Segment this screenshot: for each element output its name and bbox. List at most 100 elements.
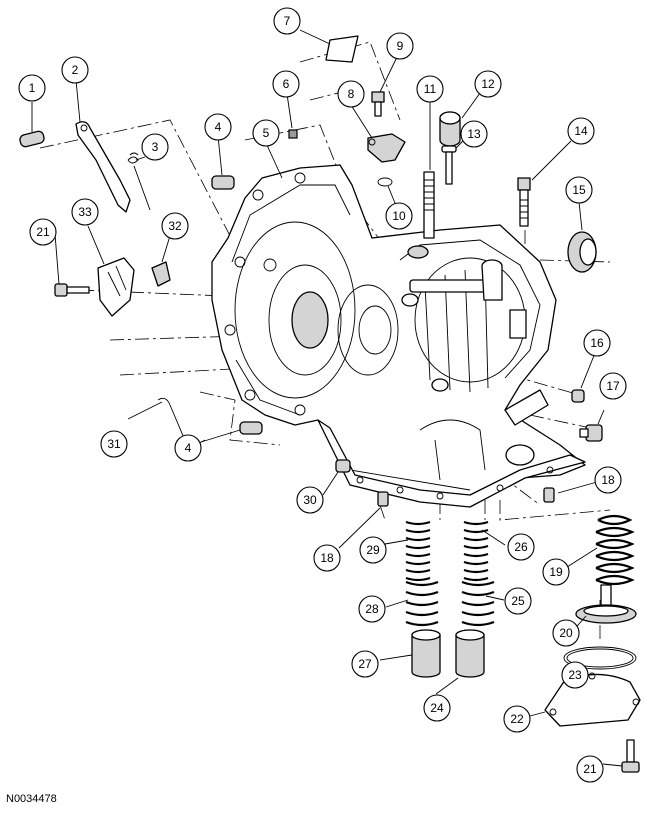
svg-text:30: 30 (303, 493, 317, 507)
callout-11: 11 (416, 75, 444, 103)
callout-3: 3 (141, 133, 169, 161)
svg-text:17: 17 (606, 379, 620, 393)
part-4-dowel-lower (239, 421, 263, 435)
svg-text:18: 18 (320, 551, 334, 565)
svg-text:22: 22 (510, 712, 524, 726)
callout-7: 7 (273, 7, 301, 35)
svg-text:4: 4 (185, 441, 192, 455)
callout-26: 26 (507, 533, 535, 561)
callout-9: 9 (386, 32, 414, 60)
part-22-cover (544, 672, 641, 727)
case-pan-flange (317, 419, 586, 508)
svg-text:23: 23 (568, 668, 582, 682)
svg-text:12: 12 (481, 77, 495, 91)
svg-text:24: 24 (430, 701, 444, 715)
part-14-bolt (517, 177, 531, 227)
callout-14: 14 (567, 117, 595, 145)
svg-text:21: 21 (583, 762, 597, 776)
callout-4-lower: 4 (174, 434, 202, 462)
svg-text:31: 31 (107, 437, 121, 451)
part-32-clip (151, 261, 171, 287)
callouts: 1 2 3 4 5 6 7 8 9 10 11 12 13 14 15 16 1… (18, 7, 627, 783)
part-20-piston (575, 584, 637, 624)
part-13-pin (441, 145, 457, 185)
svg-text:11: 11 (424, 82, 437, 96)
callout-17: 17 (599, 372, 627, 400)
part-12-cap (439, 111, 461, 147)
callout-33: 33 (71, 198, 99, 226)
svg-text:1: 1 (29, 81, 36, 95)
svg-text:2: 2 (72, 63, 79, 77)
svg-text:18: 18 (601, 473, 615, 487)
callout-8: 8 (337, 80, 365, 108)
part-30-plug (335, 459, 351, 473)
callout-2: 2 (61, 56, 89, 84)
callout-6: 6 (272, 70, 300, 98)
callout-19: 19 (542, 558, 570, 586)
svg-text:5: 5 (263, 126, 270, 140)
part-25-spring (461, 580, 495, 627)
svg-text:25: 25 (511, 594, 525, 608)
callout-18: 18 (594, 466, 622, 494)
callout-16: 16 (583, 329, 611, 357)
callout-32: 32 (161, 212, 189, 240)
callout-1: 1 (18, 74, 46, 102)
svg-text:20: 20 (559, 626, 573, 640)
transaxle-case (211, 164, 586, 506)
callout-21: 21 (29, 218, 57, 246)
svg-text:16: 16 (590, 336, 604, 350)
svg-text:10: 10 (392, 209, 406, 223)
callout-23: 23 (561, 661, 589, 689)
part-11-stud (423, 171, 435, 239)
svg-text:33: 33 (78, 205, 92, 219)
part-7-gasket (325, 35, 359, 63)
svg-text:27: 27 (358, 657, 372, 671)
figure-id-label: N0034478 (6, 793, 57, 805)
svg-text:28: 28 (365, 602, 379, 616)
part-16-plug (571, 389, 585, 403)
svg-text:29: 29 (366, 543, 380, 557)
part-18-dowel-lower (377, 491, 389, 507)
callout-21-bottom: 21 (576, 755, 604, 783)
callout-24: 24 (423, 694, 451, 722)
callout-30: 30 (296, 486, 324, 514)
part-19-spring (595, 514, 635, 586)
callout-20: 20 (552, 619, 580, 647)
parts (19, 35, 641, 773)
part-9-bolt (371, 91, 385, 117)
svg-text:13: 13 (467, 127, 481, 141)
part-23-o-ring (563, 646, 637, 670)
part-26-spring (463, 520, 489, 582)
part-3-spring (127, 152, 151, 211)
callout-12: 12 (474, 70, 502, 98)
part-18-dowel (543, 487, 555, 503)
part-27-piston (411, 629, 441, 678)
svg-text:4: 4 (215, 120, 222, 134)
part-6-plug (288, 129, 298, 139)
part-24-piston (455, 629, 485, 678)
part-17-fitting (579, 424, 603, 442)
part-21-bolt-bottom (621, 739, 640, 773)
leader-lines (31, 29, 623, 767)
part-15-seal (567, 231, 597, 273)
part-10-o-ring (377, 177, 393, 187)
callout-18-lower: 18 (313, 544, 341, 572)
svg-text:3: 3 (152, 140, 159, 154)
part-1-pin (19, 130, 45, 148)
svg-text:19: 19 (549, 565, 563, 579)
part-21-bolt-left (54, 283, 90, 297)
callout-4: 4 (204, 113, 232, 141)
svg-text:15: 15 (572, 183, 586, 197)
part-28-spring (405, 580, 439, 627)
part-2-lever (75, 121, 131, 213)
callout-28: 28 (358, 595, 386, 623)
part-8-sensor (367, 133, 406, 163)
part-29-spring (405, 520, 431, 582)
svg-text:6: 6 (283, 77, 290, 91)
callout-25: 25 (504, 587, 532, 615)
svg-text:8: 8 (348, 87, 355, 101)
callout-5: 5 (252, 119, 280, 147)
part-4-dowel (211, 175, 235, 190)
callout-31: 31 (100, 430, 128, 458)
